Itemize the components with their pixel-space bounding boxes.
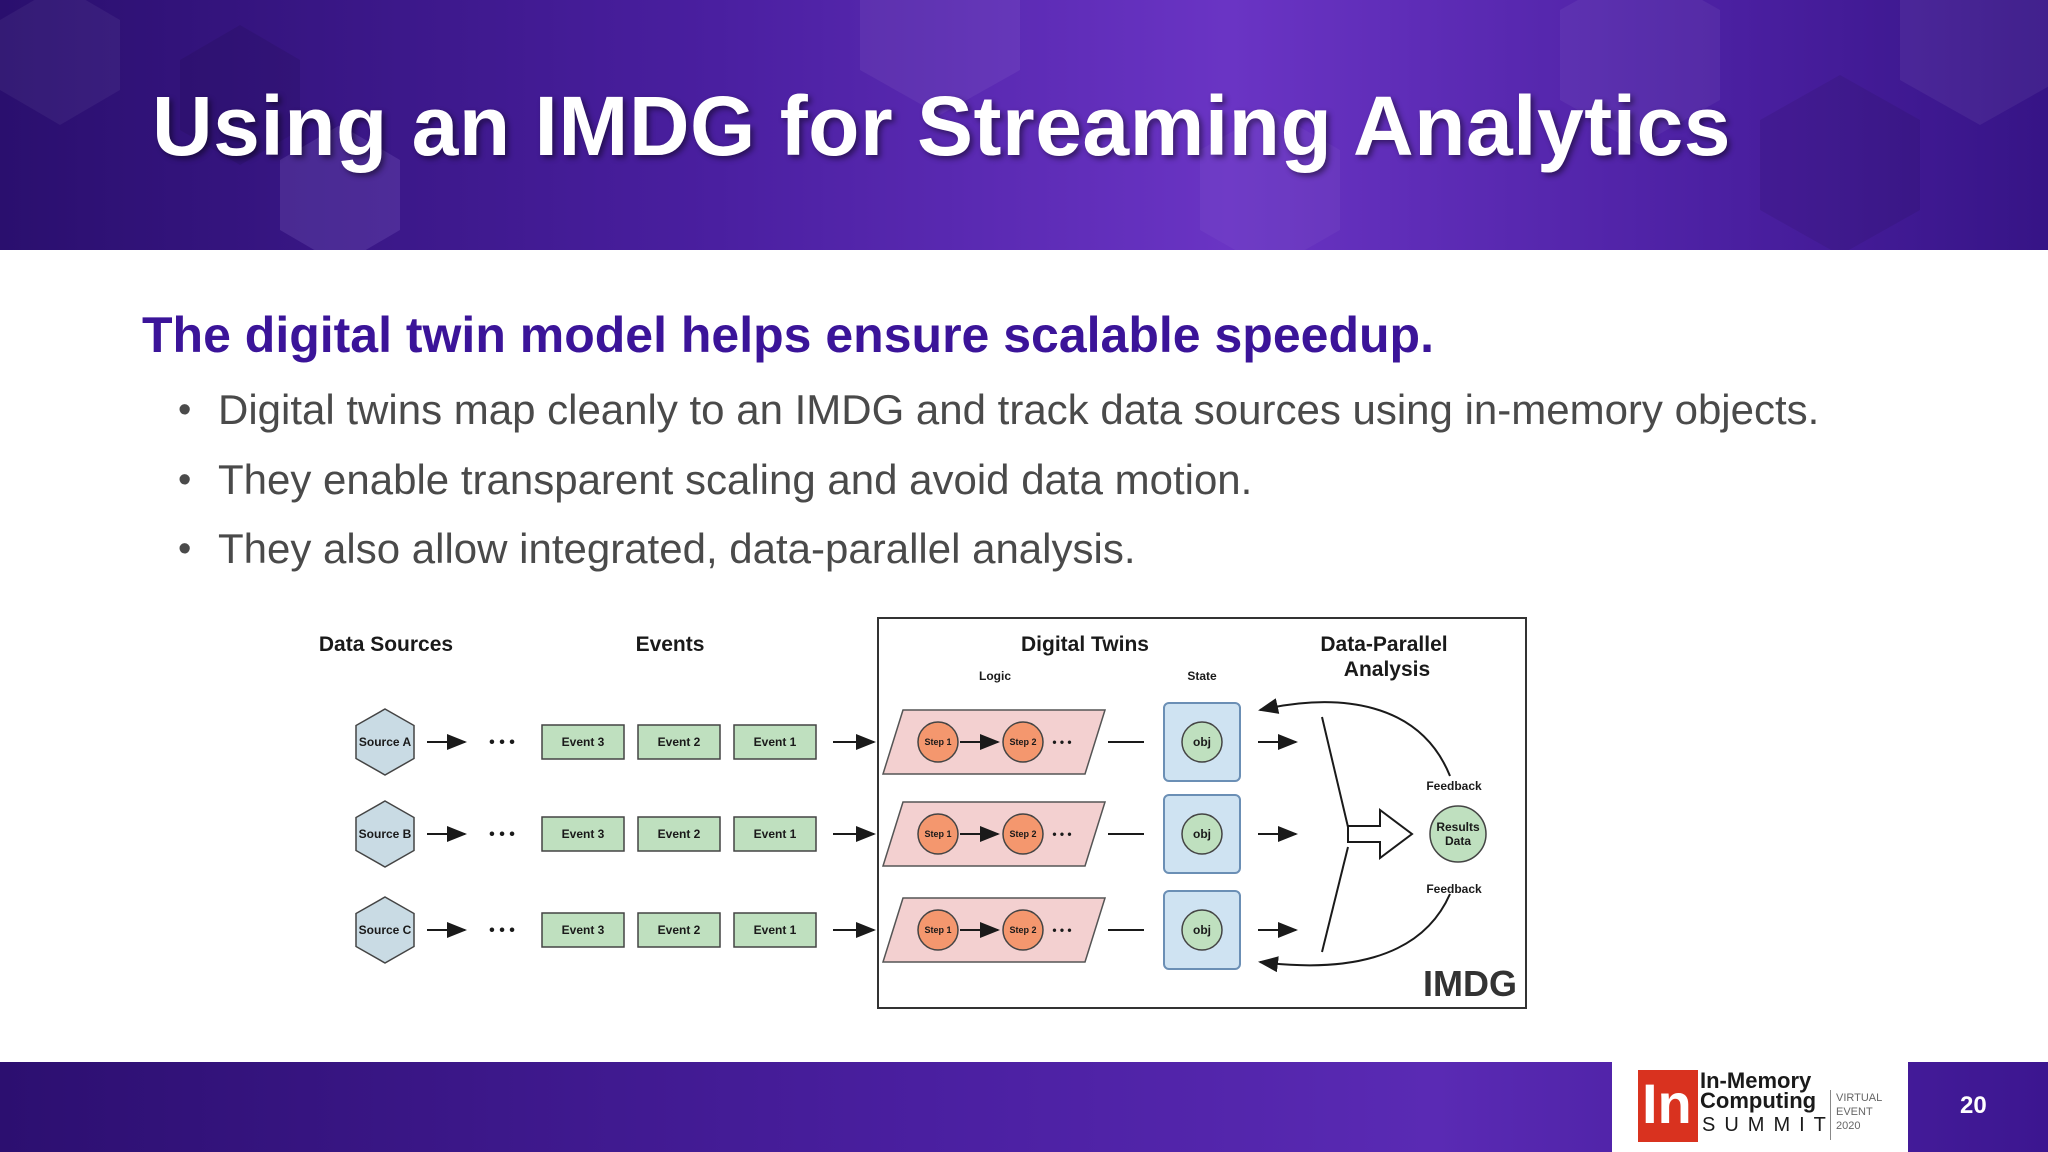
state-label: obj — [1193, 735, 1211, 749]
diagram-row-b: Source B • • • Event 3 Event 2 Event 1 S… — [355, 794, 1298, 874]
ellipsis: • • • — [1052, 827, 1071, 841]
source-label: Source C — [359, 923, 412, 937]
event-label: Event 1 — [754, 923, 797, 937]
event-label: Event 2 — [658, 923, 701, 937]
event-label: Event 1 — [754, 735, 797, 749]
step-circle — [1002, 813, 1044, 855]
bullet-text: They also allow integrated, data-paralle… — [218, 525, 1136, 572]
event-box — [637, 912, 721, 948]
slide-subtitle: The digital twin model helps ensure scal… — [142, 307, 1434, 363]
step-circle — [917, 721, 959, 763]
bullet-text: Digital twins map cleanly to an IMDG and… — [218, 386, 1820, 433]
logo-line3: SUMMIT — [1702, 1114, 1835, 1136]
step-label: Step 1 — [924, 925, 951, 935]
bullet-list: • Digital twins map cleanly to an IMDG an… — [178, 382, 1819, 591]
event-box — [541, 816, 625, 852]
ellipsis: • • • — [489, 734, 515, 751]
bullet-dot-icon: • — [178, 389, 192, 431]
step-label: Step 1 — [924, 737, 951, 747]
bullet-item: • They also allow integrated, data-parall… — [178, 521, 1819, 591]
event-box — [637, 724, 721, 760]
bullet-dot-icon: • — [178, 528, 192, 570]
header-digital-twins: Digital Twins — [1021, 633, 1149, 656]
source-hexagon-icon — [355, 800, 415, 868]
header-analysis-line2: Analysis — [1344, 658, 1430, 681]
converge-line — [1321, 716, 1349, 828]
logo-mark-icon: In — [1638, 1070, 1698, 1142]
step-circle — [1002, 721, 1044, 763]
big-arrow-icon — [1347, 808, 1414, 860]
logo-mark-text: In — [1642, 1072, 1692, 1135]
state-label: obj — [1193, 827, 1211, 841]
event-label: Event 2 — [658, 735, 701, 749]
ellipsis: • • • — [489, 922, 515, 939]
event-label: Event 3 — [562, 735, 605, 749]
source-label: Source A — [359, 735, 412, 749]
event-box — [541, 724, 625, 760]
feedback-label-bottom: Feedback — [1426, 882, 1482, 896]
header-logic: Logic — [979, 669, 1011, 683]
hexagon-pattern-background — [0, 0, 2048, 250]
bullet-item: • Digital twins map cleanly to an IMDG an… — [178, 382, 1819, 452]
diagram-row-c: Source C • • • Event 3 Event 2 Event 1 S… — [355, 890, 1298, 970]
imdg-label: IMDG — [1423, 963, 1517, 1004]
event-box — [733, 912, 817, 948]
event-box — [541, 912, 625, 948]
logo-side-year: 2020 — [1836, 1120, 1861, 1132]
event-label: Event 3 — [562, 827, 605, 841]
bullet-text: They enable transparent scaling and avoi… — [218, 455, 1253, 503]
logo-divider — [1830, 1090, 1831, 1140]
logo-line2: Computing — [1700, 1088, 1817, 1113]
results-label-line1: Results — [1436, 820, 1480, 834]
source-label: Source B — [359, 827, 412, 841]
obj-circle — [1181, 909, 1223, 951]
step-label: Step 2 — [1009, 925, 1036, 935]
obj-circle — [1181, 813, 1223, 855]
ellipsis: • • • — [489, 826, 515, 843]
step-label: Step 1 — [924, 829, 951, 839]
step-label: Step 2 — [1009, 829, 1036, 839]
step-circle — [917, 813, 959, 855]
step-label: Step 2 — [1009, 737, 1036, 747]
ellipsis: • • • — [1052, 923, 1071, 937]
digital-twin-diagram: Data Sources Events Digital Twins Data-P… — [319, 617, 1527, 1009]
feedback-label-top: Feedback — [1426, 779, 1482, 793]
feedback-curve-top — [1258, 698, 1451, 777]
header-state: State — [1187, 669, 1217, 683]
event-box — [637, 816, 721, 852]
source-hexagon-icon — [355, 896, 415, 964]
header-events: Events — [636, 633, 705, 656]
obj-circle — [1181, 721, 1223, 763]
title-banner: Using an IMDG for Streaming Analytics — [0, 0, 2048, 250]
page-number: 20 — [1960, 1092, 1987, 1119]
event-label: Event 1 — [754, 827, 797, 841]
results-label-line2: Data — [1445, 834, 1471, 848]
converge-line — [1321, 846, 1349, 953]
step-circle — [1002, 909, 1044, 951]
source-hexagon-icon — [355, 708, 415, 776]
event-label: Event 3 — [562, 923, 605, 937]
bullet-dot-icon: • — [178, 458, 192, 501]
state-label: obj — [1193, 923, 1211, 937]
step-circle — [917, 909, 959, 951]
event-label: Event 2 — [658, 827, 701, 841]
slide-title: Using an IMDG for Streaming Analytics — [152, 79, 1731, 173]
logo-side-virtual: VIRTUAL — [1836, 1092, 1883, 1104]
feedback-curve-bottom — [1258, 893, 1451, 973]
header-data-sources: Data Sources — [319, 633, 453, 656]
results-circle — [1429, 805, 1487, 863]
logo-side-event: EVENT — [1836, 1106, 1873, 1118]
ellipsis: • • • — [1052, 735, 1071, 749]
event-box — [733, 724, 817, 760]
diagram-row-a: Source A • • • Event 3 Event 2 Event 1 S… — [355, 702, 1298, 782]
logo-line1: In-Memory — [1700, 1068, 1812, 1093]
header-analysis-line1: Data-Parallel — [1320, 633, 1447, 656]
summit-logo: In In-Memory Computing SUMMIT VIRTUAL EV… — [1612, 1062, 1908, 1152]
bullet-item: • They enable transparent scaling and avo… — [178, 452, 1819, 522]
event-box — [733, 816, 817, 852]
